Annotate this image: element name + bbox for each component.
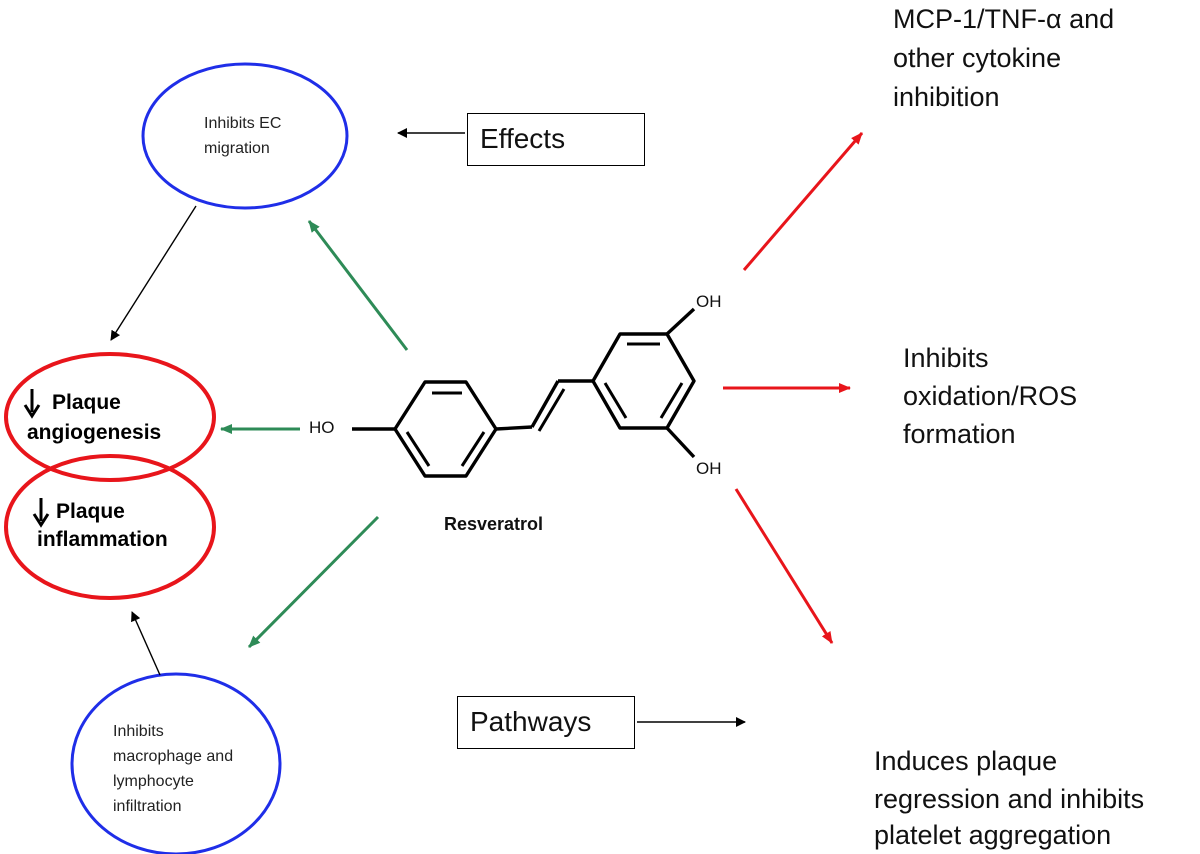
red-arrow-to-regression xyxy=(734,488,834,644)
right-benzene-ring xyxy=(591,332,696,430)
regression-label-1: Induces plaque xyxy=(874,746,1058,776)
down-arrow-icon xyxy=(23,389,41,419)
oxidation-label-1: Inhibits xyxy=(903,343,989,373)
plaque-inflammation-ellipse xyxy=(4,454,216,600)
plaque-angiogenesis-ellipse xyxy=(4,352,216,482)
inhibits-ec-ellipse xyxy=(141,62,349,210)
oh-bottom-label: OH xyxy=(696,459,722,478)
inhibits-ec-label-2: migration xyxy=(204,140,270,157)
oxidation-label-3: formation xyxy=(903,419,1016,449)
pathways-box: Pathways xyxy=(457,696,635,749)
cytokine-label-2: other cytokine xyxy=(893,43,1062,73)
inhibits-ec-label-1: Inhibits EC xyxy=(204,115,282,132)
arrow-macrophage-to-inflammation xyxy=(131,611,161,676)
cytokine-label-3: inhibition xyxy=(893,82,1000,112)
red-arrow-to-cytokine xyxy=(742,132,864,271)
effects-box: Effects xyxy=(467,113,645,166)
plaque-inflammation-label-2: inflammation xyxy=(37,528,168,551)
inhibits-macrophage-label-2: macrophage and xyxy=(113,748,234,765)
resveratrol-label: Resveratrol xyxy=(444,514,544,534)
oh-top-label: OH xyxy=(696,292,722,311)
regression-label-2: regression and inhibits xyxy=(874,784,1145,814)
inhibits-macrophage-label-3: lymphocyte xyxy=(113,773,194,790)
inhibits-macrophage-label-4: infiltration xyxy=(113,798,182,815)
green-arrow-to-macrophage xyxy=(247,515,380,649)
green-arrow-to-ec xyxy=(307,220,409,351)
vinyl-bond-1 xyxy=(495,425,533,431)
down-arrow-icon xyxy=(32,498,50,528)
vinyl-bond-2 xyxy=(530,380,560,428)
plaque-angiogenesis-label-1: Plaque xyxy=(52,391,121,414)
regression-label-3: platelet aggregation xyxy=(874,820,1112,850)
cytokine-label-1: MCP-1/TNF-α and xyxy=(893,4,1115,34)
left-benzene-ring xyxy=(393,380,498,478)
inhibits-macrophage-ellipse xyxy=(70,672,282,854)
arrow-ec-to-angiogenesis xyxy=(110,205,197,341)
resveratrol-structure xyxy=(352,307,696,478)
inhibits-macrophage-label-1: Inhibits xyxy=(113,723,164,740)
plaque-angiogenesis-label-2: angiogenesis xyxy=(27,421,162,444)
oxidation-label-2: oxidation/ROS xyxy=(903,381,1078,411)
oh-bottom-bond xyxy=(665,426,696,459)
ho-label: HO xyxy=(309,418,335,437)
oh-top-bond xyxy=(665,307,696,336)
plaque-inflammation-label-1: Plaque xyxy=(56,500,125,523)
